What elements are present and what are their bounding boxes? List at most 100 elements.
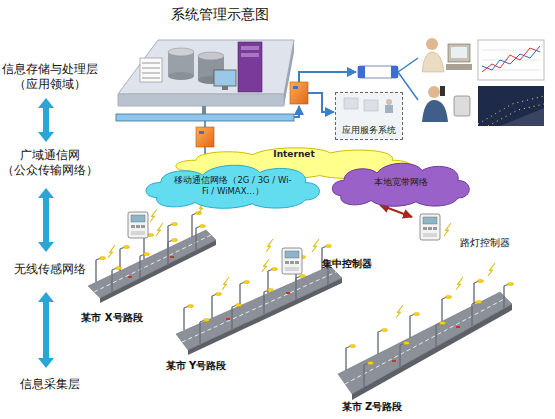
road-marking bbox=[94, 235, 211, 292]
wireless-bolt bbox=[444, 223, 451, 236]
flow-arrow bbox=[299, 72, 356, 82]
road-surface bbox=[176, 266, 342, 350]
street-lamp bbox=[212, 292, 222, 318]
street-lamp bbox=[472, 300, 482, 326]
tower-slot bbox=[241, 46, 259, 50]
street-lamp bbox=[96, 256, 106, 282]
road-label: 某市 Y号路段 bbox=[150, 359, 242, 373]
rack-slot bbox=[142, 78, 160, 79]
device-label: 集中控制器 bbox=[316, 257, 378, 271]
street-lamp bbox=[410, 312, 420, 338]
router-end bbox=[391, 66, 398, 78]
street-lamp bbox=[112, 266, 122, 292]
user-screen bbox=[451, 47, 467, 58]
street-lamp bbox=[296, 274, 306, 300]
street-lamp bbox=[140, 252, 150, 278]
road-sensor bbox=[392, 360, 396, 362]
wireless-bolt bbox=[150, 209, 157, 222]
chart-grid bbox=[482, 50, 540, 51]
broadband-link bbox=[380, 205, 412, 217]
user-body bbox=[422, 100, 448, 122]
firewall-icon bbox=[290, 82, 308, 104]
blade-rack bbox=[140, 58, 162, 82]
wireless-bolt bbox=[266, 239, 273, 252]
wireless-bolt bbox=[312, 239, 319, 252]
service-box: 应用服务系统 bbox=[335, 92, 403, 140]
platform-top bbox=[118, 40, 294, 94]
chart-line bbox=[482, 46, 540, 70]
road-curb bbox=[188, 278, 342, 355]
bus-link bbox=[204, 121, 206, 127]
user-head bbox=[428, 86, 440, 98]
chart-panel bbox=[478, 40, 544, 80]
bus-link bbox=[204, 147, 206, 154]
street-lamp bbox=[400, 341, 410, 367]
network-bus bbox=[116, 114, 294, 121]
wireless-bolt bbox=[488, 263, 495, 276]
layer-double-arrow bbox=[38, 188, 54, 252]
layer-double-arrow bbox=[38, 98, 54, 142]
node-text: 应用服务系统 bbox=[342, 125, 396, 136]
storage-cylinder bbox=[168, 48, 194, 56]
street-lamp bbox=[168, 238, 178, 264]
concentrator-device bbox=[128, 212, 148, 238]
street-lamp bbox=[442, 295, 452, 321]
street-lamp bbox=[378, 328, 388, 354]
wireless-bolt bbox=[156, 223, 163, 236]
street-lamp bbox=[192, 211, 202, 237]
platform-front bbox=[118, 94, 284, 106]
client-link bbox=[398, 58, 418, 72]
bus-link bbox=[202, 106, 206, 114]
firewall-icon bbox=[196, 127, 214, 147]
street-lamp bbox=[240, 280, 250, 306]
cloud-shape bbox=[332, 163, 469, 206]
street-lamp bbox=[196, 224, 206, 250]
diagram-title: 系统管理示意图 bbox=[160, 6, 280, 24]
photo-lights bbox=[488, 104, 544, 126]
street-lamp bbox=[184, 304, 194, 330]
photo-road bbox=[500, 108, 544, 126]
server-tower bbox=[238, 42, 262, 92]
wireless-bolt bbox=[108, 245, 115, 258]
layer-label: 信息采集层 bbox=[2, 377, 98, 392]
firewall-port bbox=[293, 86, 298, 89]
user-head bbox=[426, 38, 438, 50]
node-text: 本地宽带网络 bbox=[374, 177, 428, 188]
node-text: Internet bbox=[273, 149, 314, 160]
user-computer bbox=[448, 44, 470, 62]
firewall-port bbox=[199, 131, 204, 134]
road-marking bbox=[345, 298, 506, 384]
street-lamp bbox=[264, 288, 274, 314]
router-end bbox=[358, 66, 365, 78]
concentrator-device bbox=[420, 214, 440, 240]
rack-slot bbox=[142, 68, 160, 69]
street-lamp bbox=[200, 318, 210, 344]
wireless-bolt bbox=[222, 277, 229, 290]
tower-slot bbox=[241, 53, 259, 57]
road-label: 某市 X号路段 bbox=[66, 311, 158, 325]
mobile-network-cloud: 移动通信网络（2G / 3G / Wi-Fi / WiMAX…） bbox=[138, 160, 328, 210]
rack-slot bbox=[142, 73, 160, 74]
street-lamp bbox=[232, 303, 242, 329]
user-body bbox=[422, 52, 444, 72]
wireless-bolt bbox=[262, 259, 269, 272]
user-keyboard bbox=[446, 64, 472, 70]
road-surface bbox=[338, 292, 512, 394]
storage-cylinder bbox=[198, 52, 224, 60]
wireless-bolt bbox=[396, 305, 403, 318]
user-phone bbox=[440, 86, 445, 96]
router-icon bbox=[358, 66, 398, 78]
monitor-stand bbox=[222, 86, 228, 90]
flow-arrow bbox=[308, 93, 334, 112]
road-sensor bbox=[128, 276, 132, 278]
concentrator-device bbox=[282, 248, 302, 274]
road-curb bbox=[352, 304, 512, 400]
road-sensor bbox=[456, 326, 460, 328]
road-sensor bbox=[226, 318, 230, 320]
street-lamp bbox=[436, 321, 446, 347]
storage-cylinder bbox=[168, 72, 194, 80]
layer-label: 无线传感网络 bbox=[2, 262, 98, 277]
wireless-bolt bbox=[456, 277, 463, 290]
